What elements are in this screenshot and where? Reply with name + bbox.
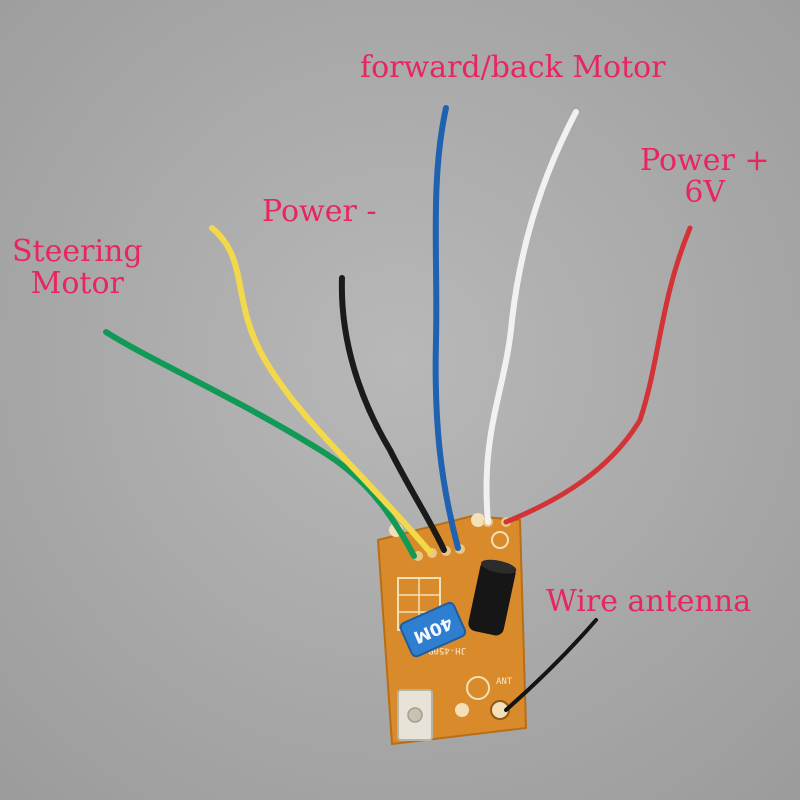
mount-hole [455, 703, 469, 717]
label-steering-motor: Steering Motor [12, 236, 143, 300]
label-text: Steering [12, 234, 143, 269]
ant-marking: ANT [496, 677, 513, 687]
label-text: forward/back Motor [360, 50, 666, 85]
wire-antenna [504, 618, 598, 712]
label-forward-back-motor: forward/back Motor [360, 52, 666, 84]
label-power-minus: Power - [262, 196, 376, 228]
label-text: Motor [30, 266, 124, 301]
wire-black [338, 275, 447, 553]
wire-red [503, 225, 693, 525]
mount-hole [471, 513, 485, 527]
wires [103, 105, 693, 712]
label-text: Power - [262, 194, 377, 229]
label-text: 6V [684, 175, 726, 210]
label-text: Wire antenna [546, 584, 752, 619]
circuit-board: JH-450R-1 ANT 40M [376, 513, 528, 746]
model-marking: JH-450R-1 [417, 645, 466, 655]
silkscreen-circle [491, 531, 509, 549]
label-power-plus: Power + 6V [640, 145, 769, 209]
wire-white [483, 109, 579, 525]
wire-yellow [209, 225, 433, 555]
crystal-component: 40M [399, 601, 467, 658]
wire-green [103, 329, 417, 559]
label-text: Power + [640, 143, 770, 178]
wire-blue [432, 105, 461, 551]
silkscreen-circle [466, 676, 490, 700]
label-wire-antenna: Wire antenna [546, 586, 751, 618]
capacitor-component [468, 559, 517, 636]
